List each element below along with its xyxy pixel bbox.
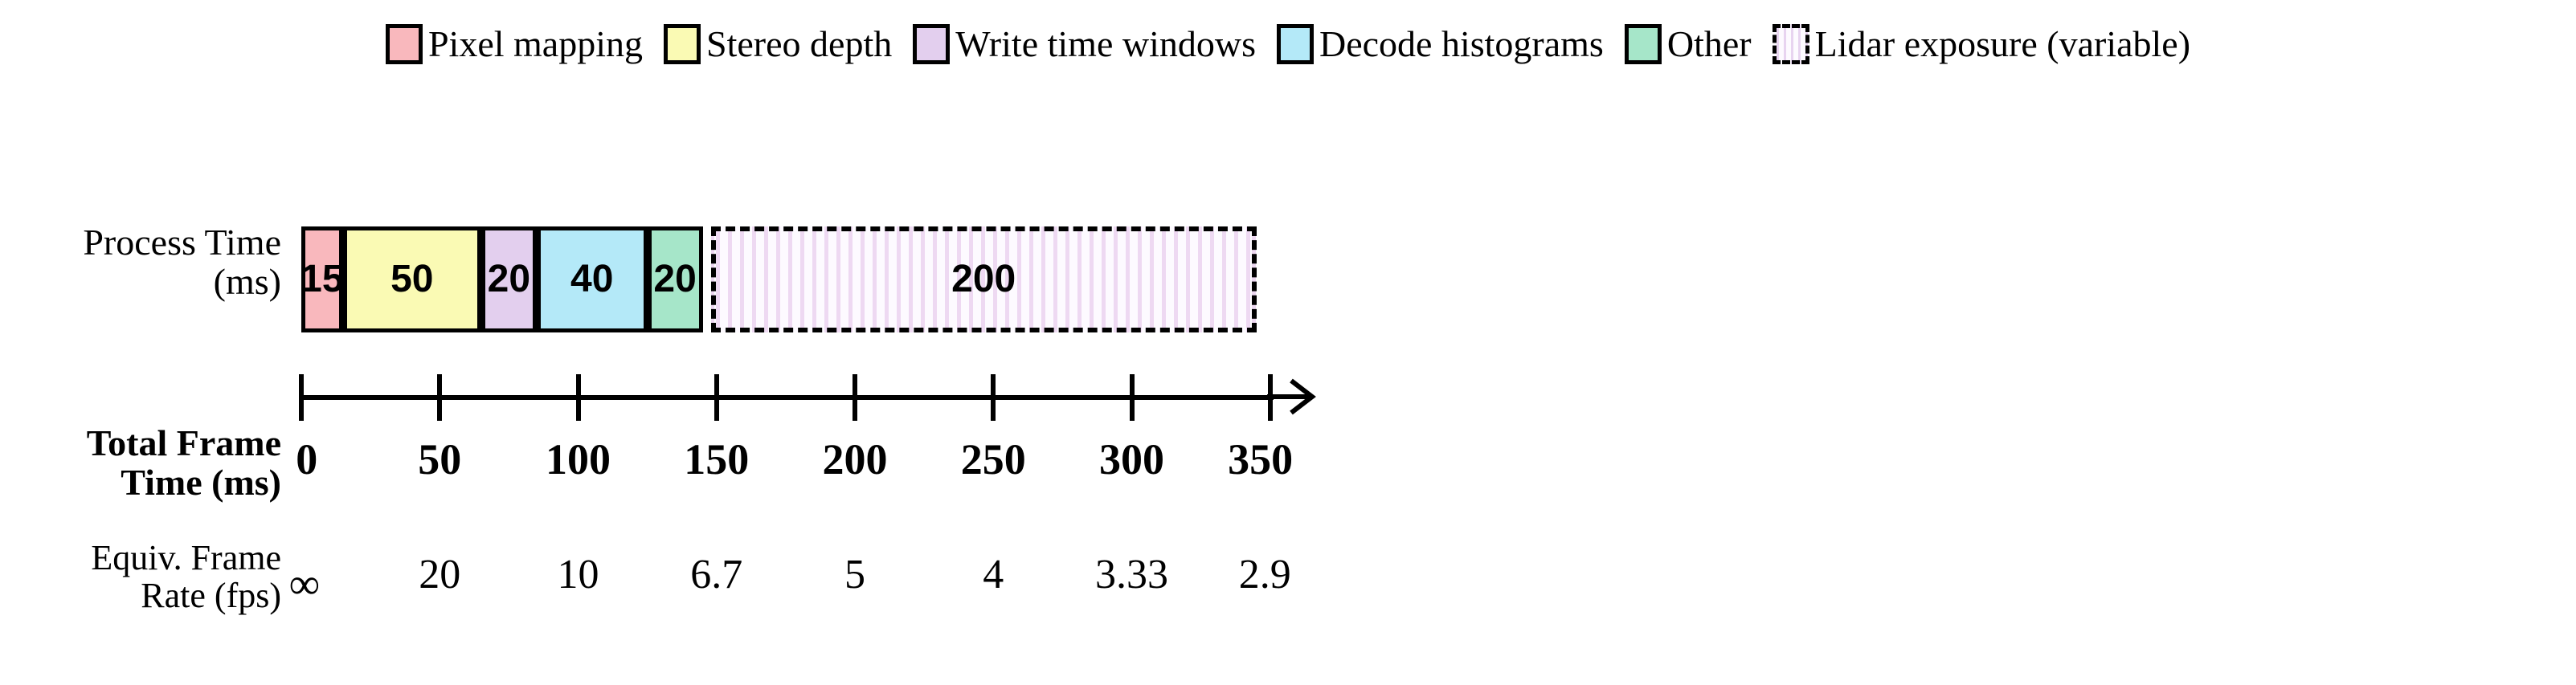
- equiv-frame-rate-label: 4: [983, 552, 1004, 597]
- legend-item-label: Stereo depth: [706, 23, 893, 64]
- legend-item[interactable]: Write time windows: [913, 24, 1256, 64]
- bar-segment-value: 200: [951, 258, 1016, 300]
- bar-segment-value: 15: [301, 258, 344, 300]
- x-axis-tick: [853, 374, 857, 421]
- stacked-bar: 15 50 20 40 20 200: [301, 226, 1257, 332]
- legend-item[interactable]: Other: [1624, 23, 1752, 64]
- bar-segment[interactable]: 20: [647, 226, 703, 332]
- equiv-frame-rate-label: 2.9: [1238, 552, 1291, 597]
- chart-legend: Pixel mapping Stereo depth Write time wind…: [0, 18, 2576, 71]
- bar-segment[interactable]: 50: [342, 226, 481, 332]
- legend-swatch-icon: [664, 24, 701, 64]
- equiv-frame-rate-label: 10: [557, 552, 599, 597]
- equiv-frame-rate-label: 20: [419, 552, 461, 597]
- x-axis-tick: [437, 374, 443, 421]
- legend-swatch-icon: [385, 24, 423, 64]
- legend-item-label: Lidar exposure (variable): [1814, 23, 2191, 64]
- x-axis-tick-label: 100: [546, 435, 611, 483]
- bar-segment-value: 50: [390, 258, 434, 300]
- legend-swatch-hatched-icon: [1772, 24, 1809, 64]
- x-axis-tick-label: 300: [1099, 435, 1164, 483]
- legend-swatch-icon: [1276, 24, 1314, 64]
- x-axis-tick: [1267, 374, 1273, 421]
- equiv-rate-label-line2: Rate (fps): [141, 575, 281, 615]
- legend-item-label: Pixel mapping: [427, 23, 644, 64]
- x-axis-tick: [299, 374, 304, 421]
- legend-item[interactable]: Decode histograms: [1276, 23, 1604, 64]
- legend-item[interactable]: Stereo depth: [664, 24, 892, 64]
- process-time-label-line1: Process Time: [83, 222, 281, 263]
- legend-item-label: Write time windows: [955, 23, 1256, 64]
- bar-segment[interactable]: 40: [536, 226, 648, 332]
- legend-item[interactable]: Pixel mapping: [385, 23, 644, 64]
- bar-segment-value: 20: [653, 258, 697, 300]
- x-axis-line: [301, 395, 1274, 400]
- bar-segment-value: 40: [570, 258, 614, 300]
- legend-swatch-icon: [913, 24, 951, 64]
- total-frame-label-line2: Time (ms): [121, 461, 281, 503]
- x-axis-tick-label: 50: [418, 435, 462, 483]
- bar-segment[interactable]: 20: [480, 226, 537, 332]
- x-axis-tick: [991, 374, 996, 421]
- x-axis-tick: [575, 374, 581, 421]
- equiv-frame-rate-label: 5: [844, 552, 865, 597]
- equiv-frame-rate-label: 3.33: [1095, 552, 1168, 597]
- bar-segment[interactable]: 15: [301, 226, 344, 332]
- bar-segment-value: 20: [487, 258, 531, 300]
- x-axis-tick-label: 350: [1228, 435, 1294, 483]
- x-axis-tick-label: 200: [822, 435, 888, 483]
- legend-item-label: Other: [1666, 23, 1752, 64]
- process-time-row-label: Process Time (ms): [0, 222, 281, 302]
- total-frame-label-line1: Total Frame: [86, 422, 281, 463]
- legend-item-label: Decode histograms: [1319, 23, 1604, 64]
- bar-segment[interactable]: 200: [710, 226, 1257, 332]
- equiv-frame-rate-label: 6.7: [690, 552, 743, 597]
- process-time-label-line2: (ms): [213, 260, 281, 302]
- x-axis-tick: [714, 374, 719, 421]
- equiv-frame-rate-label: ∞: [288, 560, 321, 608]
- legend-swatch-icon: [1624, 24, 1662, 64]
- equiv-frame-rate-row-label: Equiv. Frame Rate (fps): [0, 538, 281, 615]
- x-axis-tick-label: 250: [960, 435, 1026, 483]
- x-axis-tick-label: 150: [684, 435, 750, 483]
- total-frame-time-row-label: Total Frame Time (ms): [0, 422, 281, 503]
- equiv-rate-label-line1: Equiv. Frame: [91, 538, 281, 577]
- legend-item[interactable]: Lidar exposure (variable): [1772, 23, 2191, 64]
- x-axis-tick-label: 0: [296, 435, 318, 483]
- x-axis-tick: [1129, 374, 1135, 421]
